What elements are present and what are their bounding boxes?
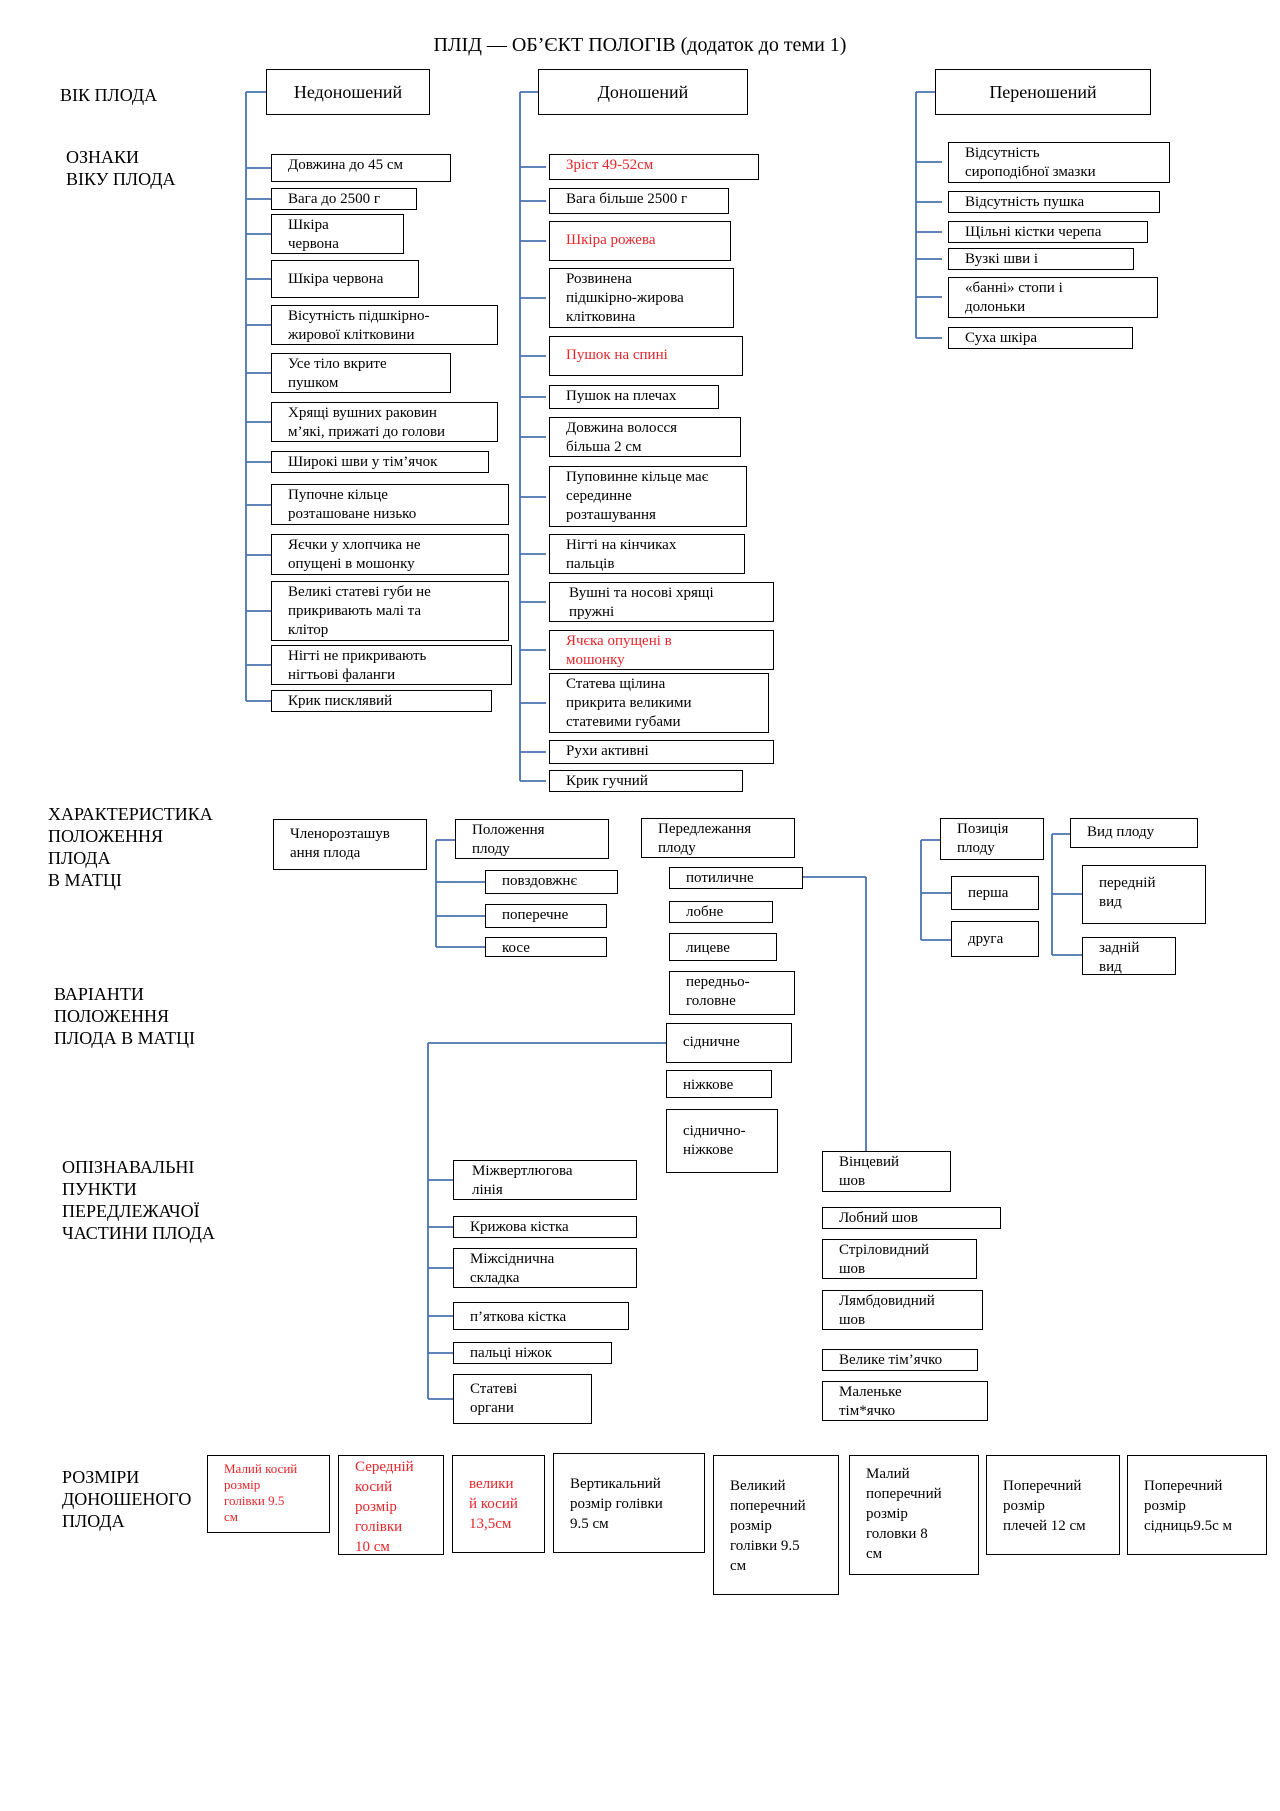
breech-landmark-item: п’яткова кістка (453, 1302, 629, 1330)
cephalic-landmark-item: Стріловидний шов (822, 1239, 977, 1279)
cephalic-landmark-item: Лобний шов (822, 1207, 1001, 1229)
breech-landmark-item: Крижова кістка (453, 1216, 637, 1238)
lie-header: Положення плоду (455, 819, 609, 859)
view-header: Вид плоду (1070, 818, 1198, 848)
cephalic-landmark-item: Лямбдовидний шов (822, 1290, 983, 1330)
preterm-item: Великі статеві губи не прикривають малі … (271, 581, 509, 641)
fetal-position-item: перша (951, 876, 1039, 910)
preterm-item: Пупочне кільце розташоване низько (271, 484, 509, 525)
postterm-item: Відсутність сироподібної змазки (948, 142, 1170, 183)
section-label-landmarks: ОПІЗНАВАЛЬНІ ПУНКТИ ПЕРЕДЛЕЖАЧОЇ ЧАСТИНИ… (62, 1157, 215, 1243)
preterm-item: Довжина до 45 см (271, 154, 451, 182)
section-label-age: ВІК ПЛОДА (60, 85, 158, 105)
preterm-item: Хрящі вушних раковин м’які, прижаті до г… (271, 402, 498, 442)
term-item: Крик гучний (549, 770, 743, 792)
section-label-sizes: РОЗМІРИ ДОНОШЕНОГО ПЛОДА (62, 1467, 192, 1531)
term-item: Зріст 49-52см (549, 154, 759, 180)
size-box: Вертикальний розмір голівки 9.5 см (553, 1453, 705, 1553)
term-item: Пушок на плечах (549, 385, 719, 409)
presentation-header: Передлежання плоду (641, 818, 795, 858)
presentation-item: потиличне (669, 867, 803, 889)
preterm-item: Широкі шви у тім’ячок (271, 451, 489, 473)
presentation-item: сідничне (666, 1023, 792, 1063)
fetal-position-item: друга (951, 921, 1039, 957)
term-item: Вушні та носові хрящі пружні (549, 582, 774, 622)
postterm-item: «банні» стопи і долоньки (948, 277, 1158, 318)
term-item: Вага більше 2500 г (549, 188, 729, 214)
breech-landmark-item: Статеві органи (453, 1374, 592, 1424)
presentation-item: лицеве (669, 933, 777, 961)
term-item: Рухи активні (549, 740, 774, 764)
term-item: Пуповинне кільце має серединне розташува… (549, 466, 747, 527)
fetal-position-header: Позиція плоду (940, 818, 1044, 860)
size-box: Малий косий розмір голівки 9.5 см (207, 1455, 330, 1533)
page-title: ПЛІД — ОБ’ЄКТ ПОЛОГІВ (додаток до теми 1… (433, 34, 847, 56)
term-item: Довжина волосся більша 2 см (549, 417, 741, 457)
cephalic-landmark-item: Велике тім’ячко (822, 1349, 978, 1371)
section-label-position: ХАРАКТЕРИСТИКА ПОЛОЖЕННЯ ПЛОДА В МАТЦІ (48, 804, 213, 890)
presentation-item: сіднично- ніжкове (666, 1109, 778, 1173)
postterm-header: Переношений (935, 69, 1151, 115)
size-box: Середній косий розмір голівки 10 см (338, 1455, 444, 1555)
preterm-item: Шкіра червона (271, 214, 404, 254)
breech-landmark-item: Міжсіднична складка (453, 1248, 637, 1288)
size-box: велики й косий 13,5см (452, 1455, 545, 1553)
presentation-item: лобне (669, 901, 773, 923)
term-item: Статева щілина прикрита великими статеви… (549, 673, 769, 733)
view-item: задній вид (1082, 937, 1176, 975)
postterm-item: Вузкі шви і (948, 248, 1134, 270)
preterm-item: Нігті не прикривають нігтьові фаланги (271, 645, 512, 685)
preterm-item: Крик писклявий (271, 690, 492, 712)
preterm-item: Яєчки у хлопчика не опущені в мошонку (271, 534, 509, 575)
lie-item: повздовжнє (485, 870, 618, 894)
cephalic-landmark-item: Маленьке тім*ячко (822, 1381, 988, 1421)
term-header: Доношений (538, 69, 748, 115)
preterm-item: Вісутність підшкірно- жирової клітковини (271, 305, 498, 345)
postterm-item: Щільні кістки черепа (948, 221, 1148, 243)
size-box: Поперечний розмір сідниць9.5с м (1127, 1455, 1267, 1555)
postterm-item: Суха шкіра (948, 327, 1133, 349)
term-item: Шкіра рожева (549, 221, 731, 261)
articulation-box: Членорозташув ання плода (273, 819, 427, 870)
section-label-signs: ОЗНАКИ ВІКУ ПЛОДА (66, 147, 176, 189)
postterm-item: Відсутність пушка (948, 191, 1160, 213)
section-label-variants: ВАРІАНТИ ПОЛОЖЕННЯ ПЛОДА В МАТЦІ (54, 984, 196, 1048)
cephalic-landmark-item: Вінцевий шов (822, 1151, 951, 1192)
preterm-item: Усе тіло вкрите пушком (271, 353, 451, 393)
breech-landmark-item: Міжвертлюгова лінія (453, 1160, 637, 1200)
lie-item: поперечне (485, 904, 607, 928)
presentation-item: ніжкове (666, 1070, 772, 1098)
breech-landmark-item: пальці ніжок (453, 1342, 612, 1364)
term-item: Ячєка опущені в мошонку (549, 630, 774, 670)
presentation-item: передньо- головне (669, 971, 795, 1015)
preterm-item: Вага до 2500 г (271, 188, 417, 210)
lie-item: косе (485, 937, 607, 957)
size-box: Великий поперечний розмір голівки 9.5 см (713, 1455, 839, 1595)
preterm-header: Недоношений (266, 69, 430, 115)
size-box: Малий поперечний розмір головки 8 см (849, 1455, 979, 1575)
view-item: передній вид (1082, 865, 1206, 924)
preterm-item: Шкіра червона (271, 260, 419, 298)
term-item: Розвинена підшкірно-жирова клітковина (549, 268, 734, 328)
size-box: Поперечний розмір плечей 12 см (986, 1455, 1120, 1555)
term-item: Пушок на спині (549, 336, 743, 376)
term-item: Нігті на кінчиках пальців (549, 534, 745, 574)
